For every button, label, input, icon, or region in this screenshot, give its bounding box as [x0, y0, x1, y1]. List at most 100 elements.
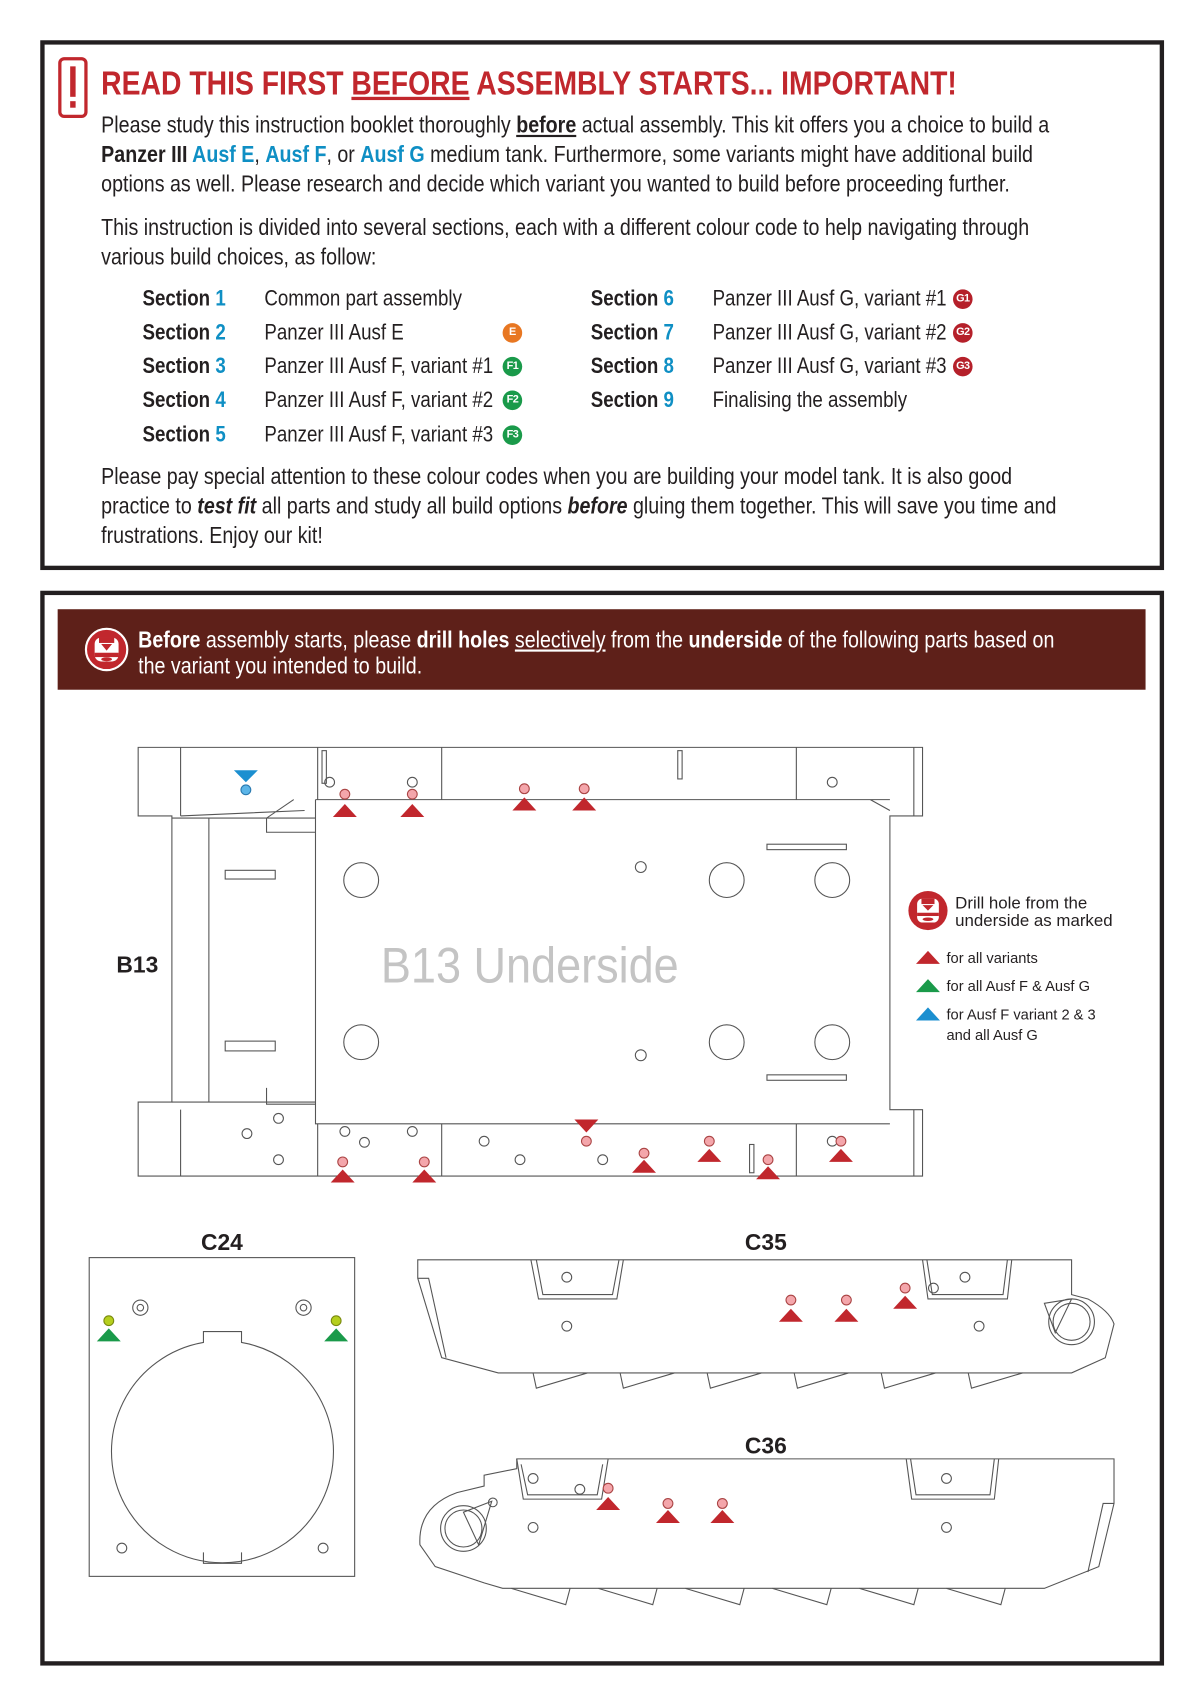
text-emph: test fit [197, 493, 257, 519]
closing-line-2: practice to test fit all parts and study… [101, 494, 1056, 520]
intro-line-3: options as well. Please research and dec… [101, 171, 1010, 197]
sections-intro-line-2: various build choices, as follow: [101, 244, 377, 270]
colour-code-badge-e: E [502, 323, 523, 343]
closing-line-3: frustrations. Enjoy our kit! [101, 523, 323, 549]
banner-line-2: the variant you intended to build. [138, 653, 423, 679]
drill-legend: Drill hole from the underside as marked … [908, 890, 1113, 1044]
colour-code-badge-g1: G1 [953, 289, 973, 309]
green-triangle-icon [916, 979, 940, 993]
text: , or [326, 142, 361, 168]
section-word: Section [142, 354, 211, 379]
section-3-label: Section 3 [143, 354, 226, 380]
legend-item-ausf-f-g: for all Ausf F & Ausf G [946, 979, 1090, 995]
colour-code-badge-g2: G2 [953, 323, 973, 343]
section-4-label: Section 4 [143, 387, 226, 413]
text: , [254, 142, 266, 168]
text: all parts and study all build options [256, 493, 568, 519]
banner-line-1: Before assembly starts, please drill hol… [138, 628, 1054, 654]
part-c35-drawing [417, 1259, 1115, 1389]
text: Panzer III [101, 142, 193, 168]
section-5-description: Panzer III Ausf F, variant #3 [264, 423, 494, 448]
read-first-notice [40, 40, 1165, 571]
section-word: Section [590, 320, 659, 345]
section-8-label: Section 8 [591, 354, 674, 380]
section-6-label: Section 6 [591, 286, 674, 312]
section-2-label: Section 2 [143, 320, 226, 346]
text: gluing them together. This will save you… [627, 493, 1057, 519]
variant-ausf-g: Ausf G [360, 142, 425, 168]
drill-icon [84, 627, 129, 672]
exclamation-icon [58, 57, 88, 119]
section-word: Section [142, 287, 211, 312]
section-word: Section [142, 320, 211, 345]
legend-item-ausf-f-variant-2-3: for Ausf F variant 2 & 3 [946, 1007, 1095, 1023]
section-4-description: Panzer III Ausf F, variant #2 [264, 388, 494, 413]
colour-code-badge-f3: F3 [502, 425, 523, 445]
section-3-description: Panzer III Ausf F, variant #1 [264, 354, 494, 379]
section-number: 4 [215, 388, 226, 413]
part-label-c24: C24 [201, 1229, 243, 1255]
section-number: 6 [663, 287, 674, 312]
text: of the following parts based on [782, 627, 1055, 653]
section-6-description: Panzer III Ausf G, variant #1 [712, 287, 947, 312]
variant-ausf-f: Ausf F [265, 142, 327, 168]
legend-title-2: underside as marked [955, 911, 1112, 930]
text: Please study this instruction booklet th… [101, 113, 517, 139]
drill-instructions-panel [40, 590, 1165, 1666]
text-emph: drill holes [416, 627, 510, 653]
section-number: 3 [215, 354, 226, 379]
part-c36-drawing [419, 1458, 1115, 1606]
section-number: 2 [215, 320, 226, 345]
red-triangle-icon [916, 950, 940, 964]
section-word: Section [142, 388, 211, 413]
section-9-label: Section 9 [591, 387, 674, 413]
title-text: READ THIS FIRST [101, 64, 352, 103]
blue-triangle-icon [916, 1007, 940, 1021]
section-5-label: Section 5 [143, 422, 226, 448]
text: actual assembly. This kit offers you a c… [576, 113, 1050, 139]
section-number: 5 [215, 423, 226, 448]
closing-line-1: Please pay special attention to these co… [101, 464, 1013, 490]
part-label-c36: C36 [745, 1432, 787, 1458]
drill-banner [57, 609, 1146, 690]
colour-code-badge-g3: G3 [953, 356, 973, 377]
intro-line-1: Please study this instruction booklet th… [101, 113, 1049, 139]
section-2-description: Panzer III Ausf E [264, 320, 404, 345]
section-number: 8 [663, 354, 674, 379]
legend-title-1: Drill hole from the [955, 893, 1087, 912]
text-underlined: selectively [514, 627, 606, 653]
notice-title: READ THIS FIRST BEFORE ASSEMBLY STARTS..… [101, 65, 957, 102]
colour-code-badge-f2: F2 [502, 390, 523, 411]
part-c24-drawing [88, 1257, 356, 1577]
colour-code-badge-f1: F1 [502, 356, 523, 377]
section-7-label: Section 7 [591, 320, 674, 346]
part-b13-drawing [137, 746, 924, 1183]
legend-item-ausf-f-variant-2-3-line-2: and all Ausf G [946, 1028, 1037, 1044]
sections-intro-line-1: This instruction is divided into several… [101, 215, 1030, 241]
section-number: 9 [663, 388, 674, 413]
section-word: Section [590, 354, 659, 379]
section-1-description: Common part assembly [264, 287, 462, 312]
part-label-c35: C35 [745, 1229, 787, 1255]
section-number: 1 [215, 287, 226, 312]
title-underlined: BEFORE [351, 64, 470, 103]
text: assembly starts, please [200, 627, 417, 653]
section-word: Section [590, 388, 659, 413]
section-9-description: Finalising the assembly [712, 388, 908, 413]
text-emph: Before [138, 627, 201, 653]
text-emph: before [516, 113, 577, 139]
title-text-end: ASSEMBLY STARTS... IMPORTANT! [469, 64, 957, 103]
section-8-description: Panzer III Ausf G, variant #3 [712, 354, 947, 379]
text-emph: before [567, 493, 628, 519]
section-number: 7 [663, 320, 674, 345]
b13-underside-watermark: B13 Underside [381, 938, 679, 994]
text: from the [605, 627, 689, 653]
section-word: Section [590, 287, 659, 312]
intro-line-2: Panzer III Ausf E, Ausf F, or Ausf G med… [101, 143, 1033, 169]
text-emph: underside [688, 627, 783, 653]
section-1-label: Section 1 [143, 286, 226, 312]
legend-item-all-variants: for all variants [946, 951, 1037, 967]
part-label-b13: B13 [116, 952, 158, 978]
section-7-description: Panzer III Ausf G, variant #2 [712, 320, 947, 345]
